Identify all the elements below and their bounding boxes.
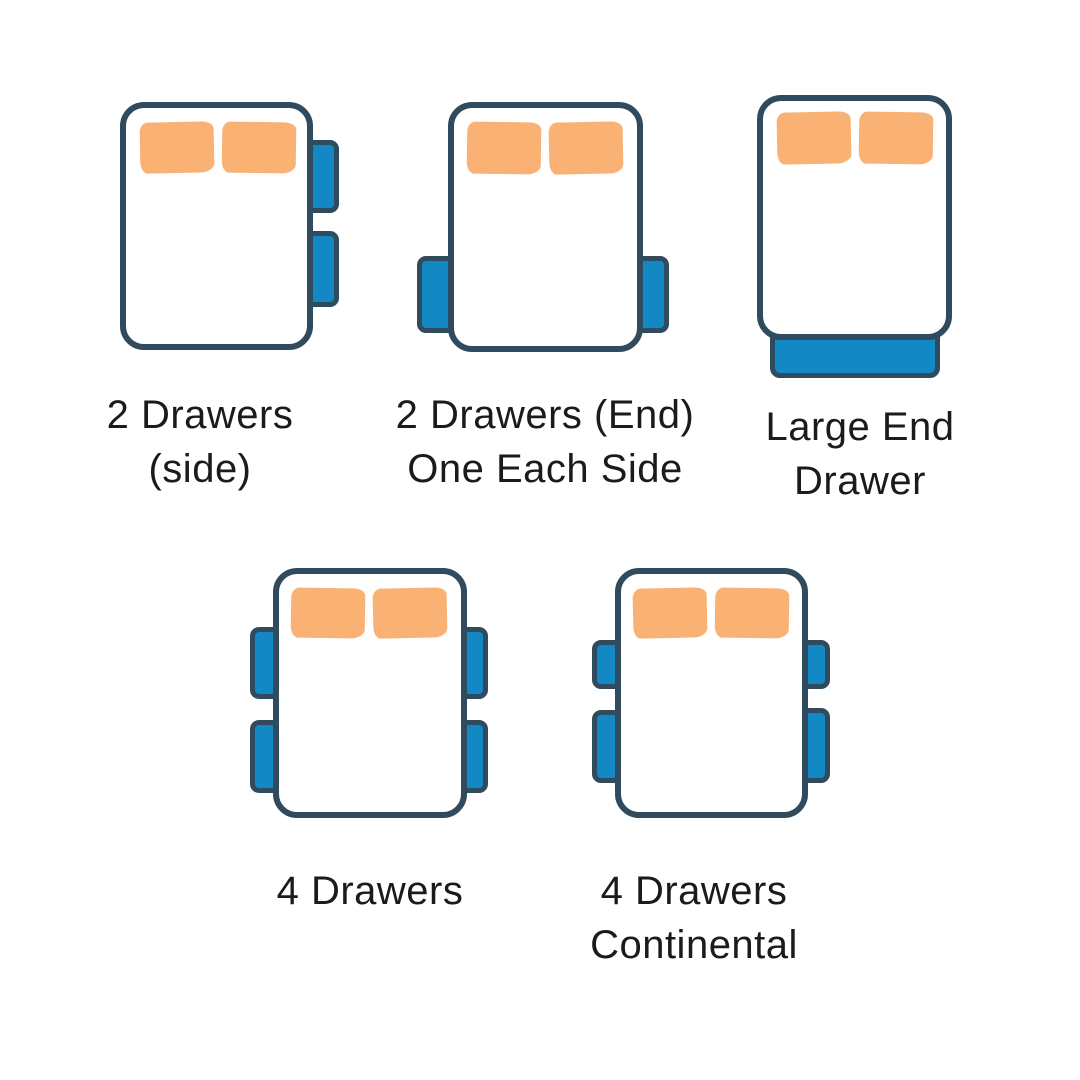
diagram-label-line: Drawer	[794, 459, 926, 503]
pillow-icon	[372, 587, 448, 639]
pillow-icon	[221, 121, 297, 174]
diagram-label: 2 Drawers (End) One Each Side	[375, 388, 715, 496]
pillow-icon	[548, 121, 624, 175]
diagram-label: 4 Drawers Continental	[544, 864, 844, 972]
pillow-icon	[714, 587, 790, 639]
diagram-label: Large End Drawer	[710, 400, 1010, 508]
diagram-label-line: Continental	[590, 923, 798, 967]
diagram-label-line: Large End	[765, 405, 955, 449]
pillow-icon	[290, 587, 366, 639]
pillow-icon	[632, 587, 708, 639]
pillow-icon	[139, 121, 215, 174]
pillow-icon	[858, 111, 934, 165]
diagram-label-line: 4 Drawers	[600, 869, 788, 913]
pillow-icon	[466, 121, 542, 175]
pillow-icon	[776, 111, 852, 165]
diagram-label: 2 Drawers (side)	[50, 388, 350, 496]
diagram-label-line: (side)	[148, 447, 252, 491]
diagram-label-line: 2 Drawers (End)	[395, 393, 695, 437]
diagram-label: 4 Drawers	[220, 864, 520, 918]
diagram-label-line: One Each Side	[407, 447, 683, 491]
diagram-label-line: 2 Drawers	[106, 393, 294, 437]
diagram-label-line: 4 Drawers	[276, 869, 464, 913]
